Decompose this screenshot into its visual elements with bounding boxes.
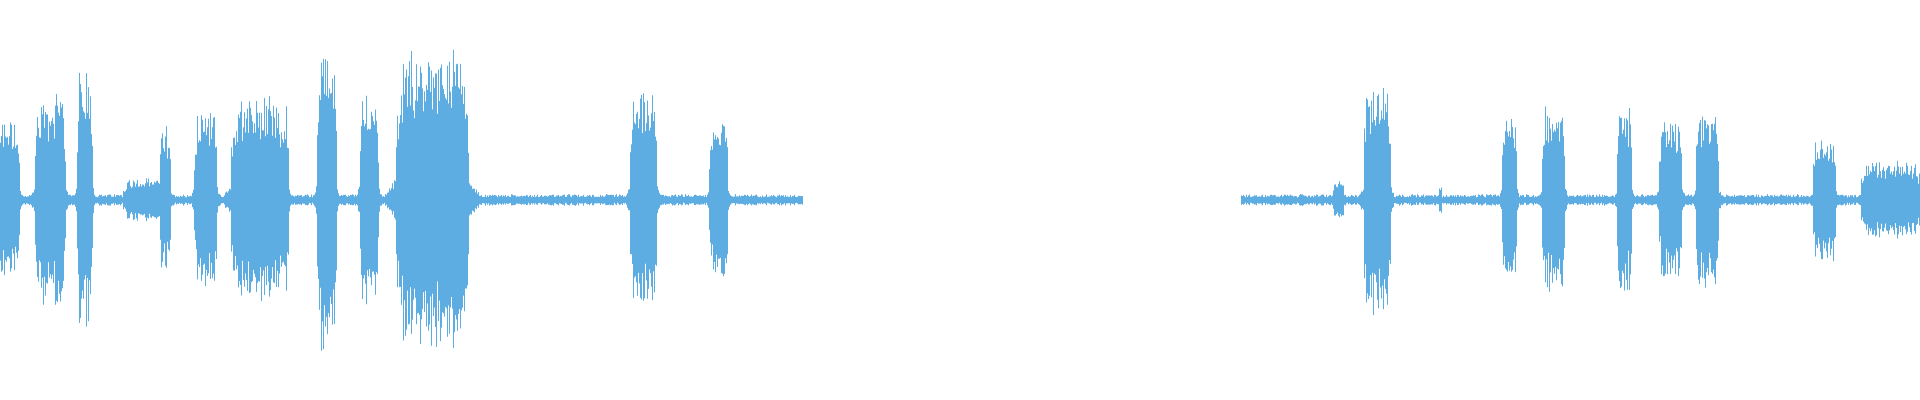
waveform-trace <box>0 49 1920 351</box>
